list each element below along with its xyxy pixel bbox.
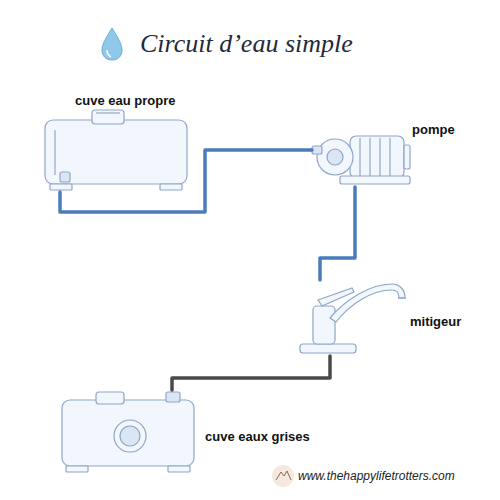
grey-water-tank (62, 392, 194, 472)
pipe (320, 187, 355, 280)
part-label: mitigeur (410, 314, 461, 330)
part-box: mitigeur (298, 280, 408, 356)
water-drop-icon (102, 28, 122, 60)
part-box: pompe (312, 132, 412, 187)
site-logo (272, 465, 294, 487)
pump (312, 136, 410, 184)
part-label: pompe (412, 122, 455, 138)
part-box: cuve eaux grises (60, 390, 196, 474)
watermark: www.thehappylifetrotters.com (298, 469, 455, 483)
part-box: cuve eau propre (45, 110, 190, 192)
faucet (300, 284, 406, 353)
part-label: cuve eaux grises (205, 429, 310, 445)
pipe (60, 150, 312, 212)
pipe (172, 356, 330, 390)
clean-tank (45, 110, 187, 190)
part-label: cuve eau propre (75, 93, 175, 109)
diagram-title: Circuit d’eau simple (140, 28, 353, 59)
